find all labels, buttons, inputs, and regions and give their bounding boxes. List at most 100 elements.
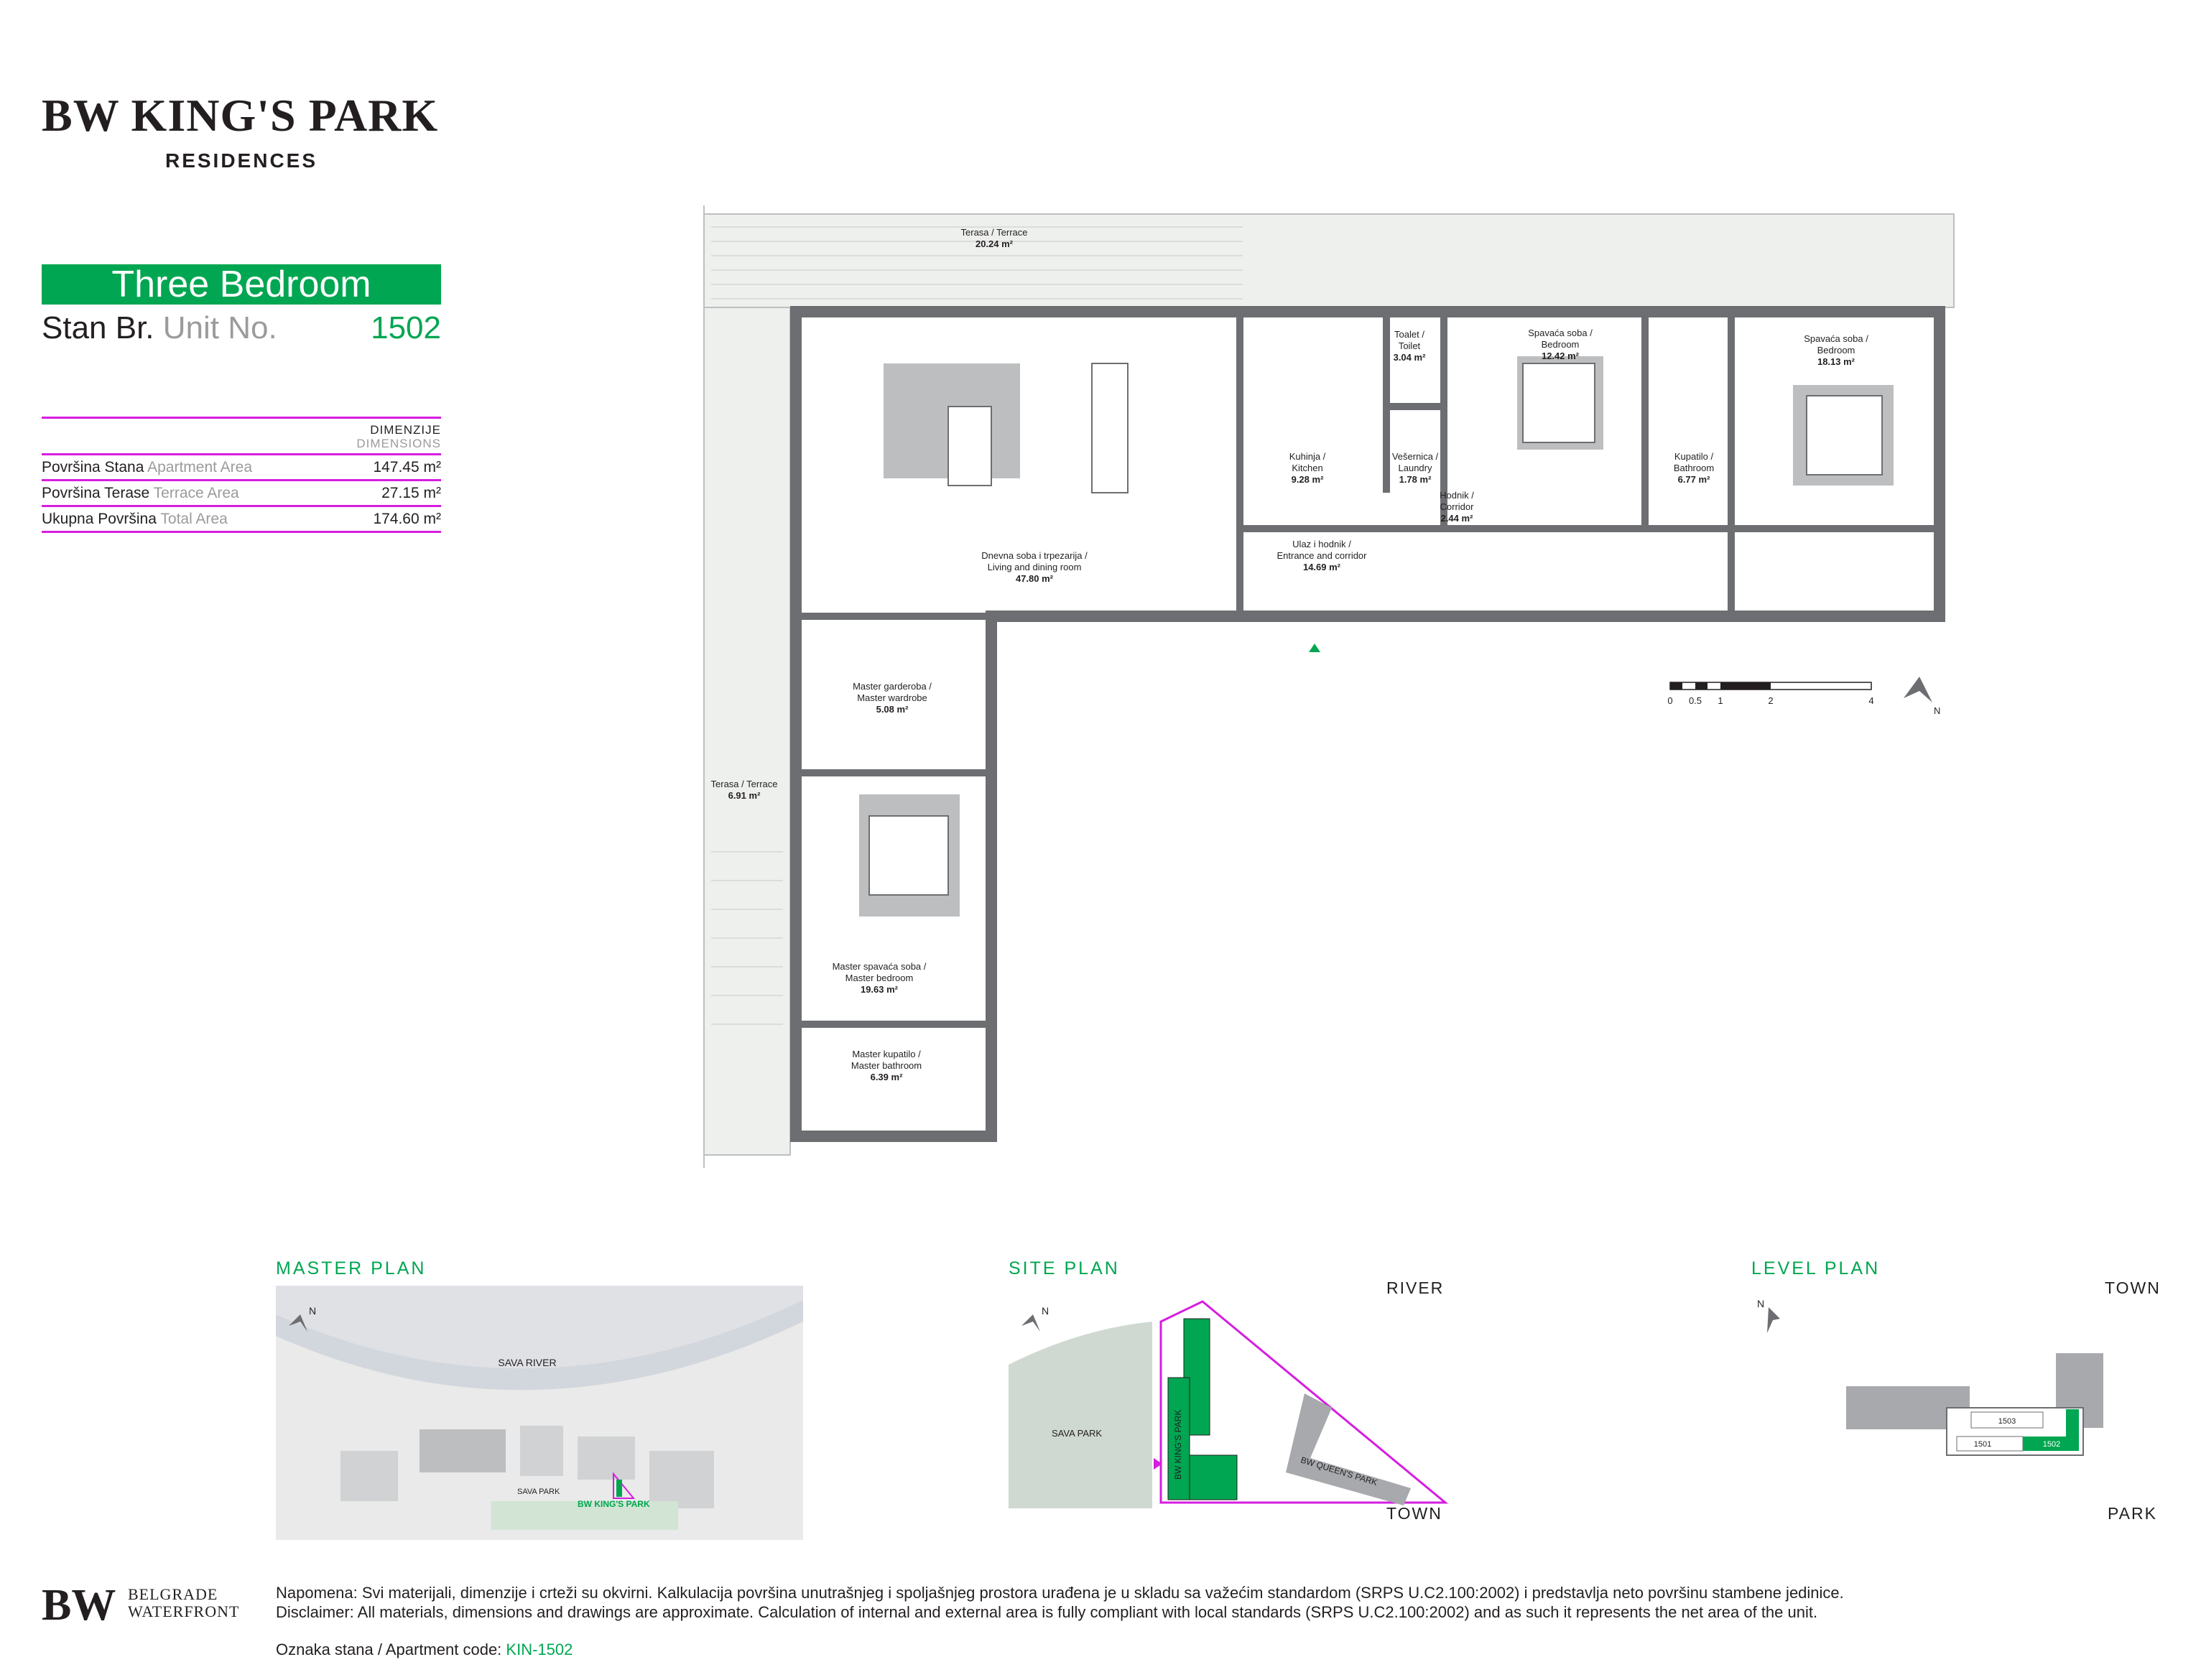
room-label-master-bath: Master kupatilo /: [852, 1049, 921, 1059]
north-label: N: [1934, 705, 1940, 716]
room-label-wardrobe-en: Master wardrobe: [857, 692, 927, 703]
unit-type-banner: Three Bedroom: [42, 264, 441, 305]
room-area: 6.39 m²: [871, 1072, 903, 1082]
room-label-bathroom-en: Bathroom: [1674, 463, 1714, 473]
brand-logo-name: KING'S PARK: [131, 90, 439, 141]
room-label-master: Master spavaća soba /: [833, 961, 927, 972]
disclaimer-en: Disclaimer: All materials, dimensions an…: [276, 1603, 1818, 1621]
room-label-wardrobe: Master garderoba /: [853, 681, 932, 692]
dimensions-label-en: Terrace Area: [153, 485, 239, 501]
terrace-top-area: [703, 213, 1955, 308]
north-label: N: [1042, 1305, 1049, 1317]
dimensions-value: 27.15 m²: [381, 485, 441, 501]
level-unit-label: 1502: [2043, 1440, 2060, 1449]
room-label-laundry-en: Laundry: [1399, 463, 1432, 473]
bed: [868, 815, 949, 896]
room-area: 19.63 m²: [861, 984, 899, 995]
site-river-label: RIVER: [1386, 1278, 1445, 1297]
room-area: 9.28 m²: [1292, 474, 1324, 485]
scale-tick: 4: [1868, 695, 1873, 706]
level-plan-title: LEVEL PLAN: [1751, 1258, 1881, 1278]
north-arrow-icon: N: [1757, 1298, 1780, 1333]
room-label-terrace-left: Terasa / Terrace: [711, 779, 778, 789]
site-kings-label: BW KING'S PARK: [1173, 1410, 1183, 1480]
scale-tick: 1: [1718, 695, 1723, 706]
site-kings-building: [1189, 1454, 1238, 1500]
entrance-marker: [1309, 644, 1320, 652]
terrace-left-area: [703, 307, 791, 1156]
site-kings-building: [1167, 1377, 1190, 1500]
scale-tick: 0: [1667, 695, 1672, 706]
dimensions-row-apartment: Površina Stana Apartment Area 147.45 m²: [42, 455, 441, 479]
site-plan-title: SITE PLAN: [1009, 1258, 1120, 1278]
level-park-label: PARK: [2108, 1504, 2157, 1523]
north-arrow-icon: N: [1904, 677, 1940, 716]
room-label-bedroom2: Spavaća soba /: [1804, 333, 1868, 344]
room-label-bedroom: Spavaća soba /: [1528, 328, 1593, 338]
bed: [1522, 363, 1595, 443]
master-park-label: SAVA PARK: [517, 1488, 560, 1496]
apartment-code-value: KIN-1502: [506, 1640, 573, 1658]
room-label-master-en: Master bedroom: [845, 973, 914, 983]
dimensions-table: DIMENZIJE DIMENSIONS Površina Stana Apar…: [42, 417, 441, 533]
room-area: 20.24 m²: [976, 238, 1014, 249]
site-park-label: SAVA PARK: [1052, 1428, 1102, 1439]
master-park: [491, 1501, 678, 1530]
site-entry-marker: [1154, 1458, 1162, 1470]
master-block: [340, 1451, 398, 1501]
site-kings-building: [1183, 1318, 1210, 1436]
room-label-entrance-en: Entrance and corridor: [1276, 550, 1367, 561]
river-shape: [276, 1286, 803, 1369]
site-plan-map: SAVA PARK BW KING'S PARK BW QUEEN'S PARK…: [1009, 1300, 1449, 1508]
site-outline: [1159, 1300, 1449, 1504]
disclaimer-local: Napomena: Svi materijali, dimenzije i cr…: [276, 1584, 1844, 1602]
dimensions-label-en: Total Area: [160, 511, 228, 527]
sofa: [947, 406, 992, 486]
room-label-toilet: Toalet /: [1394, 329, 1424, 340]
footer-brand-l2: WATERFRONT: [128, 1602, 240, 1620]
dimensions-rule: [42, 453, 441, 455]
room-label-corridor-en: Corridor: [1440, 501, 1475, 512]
master-river-label: SAVA RIVER: [498, 1357, 556, 1368]
room-label-living-en: Living and dining room: [988, 562, 1082, 572]
brand-logo-bw: BW: [42, 90, 119, 141]
room-label-corridor: Hodnik /: [1440, 490, 1474, 501]
room-area: 18.13 m²: [1817, 356, 1855, 367]
master-building: [616, 1480, 622, 1497]
brand-logo: BW KING'S PARK: [42, 89, 438, 142]
level-unit-1503: [1970, 1411, 2044, 1429]
footer-disclaimer: Napomena: Svi materijali, dimenzije i cr…: [276, 1583, 1844, 1622]
master-block: [649, 1451, 714, 1508]
room-area: 6.77 m²: [1678, 474, 1710, 485]
dimensions-header-local: DIMENZIJE: [370, 423, 441, 437]
level-plan-map: N 1503 1501 1502: [1757, 1298, 2103, 1456]
room-label-terrace-top: Terasa / Terrace: [961, 227, 1028, 238]
unit-label-en: Unit No.: [162, 310, 277, 345]
north-arrow-icon: N: [1021, 1305, 1049, 1332]
master-block: [520, 1426, 563, 1476]
room-label-entrance: Ulaz i hodnik /: [1292, 539, 1351, 549]
scale-tick: 0.5: [1689, 695, 1702, 706]
footer-logo-bw: BW: [42, 1581, 116, 1630]
level-unit-label: 1503: [1998, 1417, 2016, 1426]
north-label: N: [1757, 1298, 1764, 1309]
room-label-bedroom-en: Bedroom: [1542, 339, 1580, 350]
dining-table: [1091, 363, 1129, 493]
room-label-master-bath-en: Master bathroom: [851, 1060, 922, 1071]
dimensions-rule: [42, 479, 441, 481]
room-area: 5.08 m²: [876, 704, 909, 715]
dimensions-header-en: DIMENSIONS: [356, 437, 441, 450]
footer-brand-l1: BELGRADE: [128, 1585, 218, 1603]
room-area: 3.04 m²: [1394, 352, 1426, 363]
site-park: [1009, 1322, 1152, 1508]
room-area: 14.69 m²: [1303, 562, 1341, 572]
master-building-outline: [613, 1472, 636, 1499]
level-unit-1502: [2023, 1437, 2079, 1451]
unit-number-row: Stan Br. Unit No. 1502: [42, 310, 441, 353]
dimensions-label-local: Površina Stana: [42, 459, 144, 475]
dimensions-label-local: Ukupna Površina: [42, 511, 157, 527]
room-labels: Terasa / Terrace 20.24 m² Dnevna soba i …: [711, 227, 1869, 1082]
room-label-kitchen: Kuhinja /: [1289, 451, 1326, 462]
footer-logo: BW: [42, 1580, 116, 1631]
scale-tick: 2: [1768, 695, 1773, 706]
